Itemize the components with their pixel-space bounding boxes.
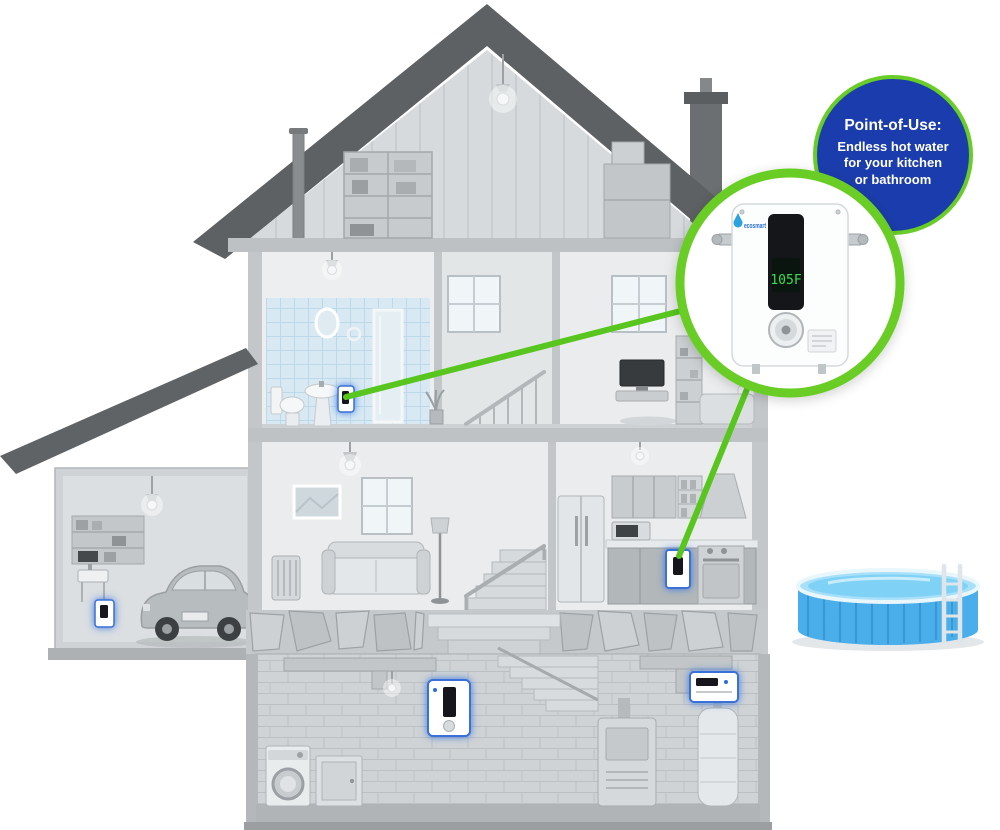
garage-roof <box>0 348 258 474</box>
tv <box>615 359 669 402</box>
furnace <box>597 698 657 807</box>
product-callout: 105F ecosmart <box>675 168 905 398</box>
wall-picture <box>292 484 342 520</box>
kitchen-light <box>631 442 649 465</box>
pedestal-sink <box>304 381 340 427</box>
storage-cabinet <box>315 755 363 807</box>
main-roof <box>193 4 763 259</box>
attic <box>228 54 730 252</box>
mirror <box>314 307 340 339</box>
washer <box>265 745 311 807</box>
radiator <box>271 555 301 601</box>
range-hood <box>699 473 747 519</box>
pointer-line-bathroom <box>343 303 703 400</box>
toilet <box>270 386 305 427</box>
upper-cabinets <box>611 475 677 519</box>
pou-unit-basement-wall <box>689 671 739 703</box>
upstairs-hall <box>425 275 546 426</box>
pou-unit-kitchen <box>665 549 691 589</box>
pool <box>792 563 984 651</box>
pointer-line-kitchen <box>676 369 757 559</box>
product-unit: 105F ecosmart <box>711 203 869 374</box>
front-steps <box>427 613 561 655</box>
pou-unit-garage <box>94 599 115 628</box>
sofa <box>321 541 431 595</box>
pool-ladder <box>941 563 963 645</box>
duct-right <box>639 655 733 694</box>
stove <box>697 545 745 605</box>
first-floor <box>262 442 759 611</box>
temperature-display: 105F <box>770 273 801 288</box>
potted-plant <box>425 389 445 425</box>
shower-door <box>372 308 404 424</box>
water-drop-icon <box>733 213 743 228</box>
garage-wing <box>48 467 256 660</box>
attic-crates <box>603 141 671 239</box>
microwave <box>611 521 651 541</box>
garage-sink <box>77 564 109 602</box>
pou-unit-basement <box>427 679 471 737</box>
floor-lamp <box>430 517 450 604</box>
kitchen <box>557 442 759 605</box>
duct-left <box>283 657 437 690</box>
living-light <box>339 442 361 476</box>
garage-light <box>141 476 163 516</box>
staircase <box>464 544 547 611</box>
pointer-lines <box>343 303 757 559</box>
stair-railing <box>464 370 546 426</box>
product-brand: ecosmart <box>744 223 766 230</box>
rug <box>620 416 676 426</box>
basement <box>244 646 772 830</box>
floor-slab <box>248 428 768 442</box>
basement-bulb <box>383 671 401 697</box>
attic-light <box>489 54 517 113</box>
garage-shelves <box>71 515 145 565</box>
control-knob <box>768 312 804 348</box>
garage-floor <box>48 648 256 660</box>
fridge <box>557 495 605 603</box>
towel-ring <box>346 326 362 342</box>
foundation <box>246 610 768 656</box>
spec-label <box>807 329 837 353</box>
water-heater-tank <box>697 692 739 807</box>
basement-stairs <box>497 646 599 712</box>
attic-shelving <box>343 151 433 239</box>
living-room <box>271 442 450 604</box>
bathroom-light <box>322 252 342 280</box>
car <box>136 565 255 648</box>
